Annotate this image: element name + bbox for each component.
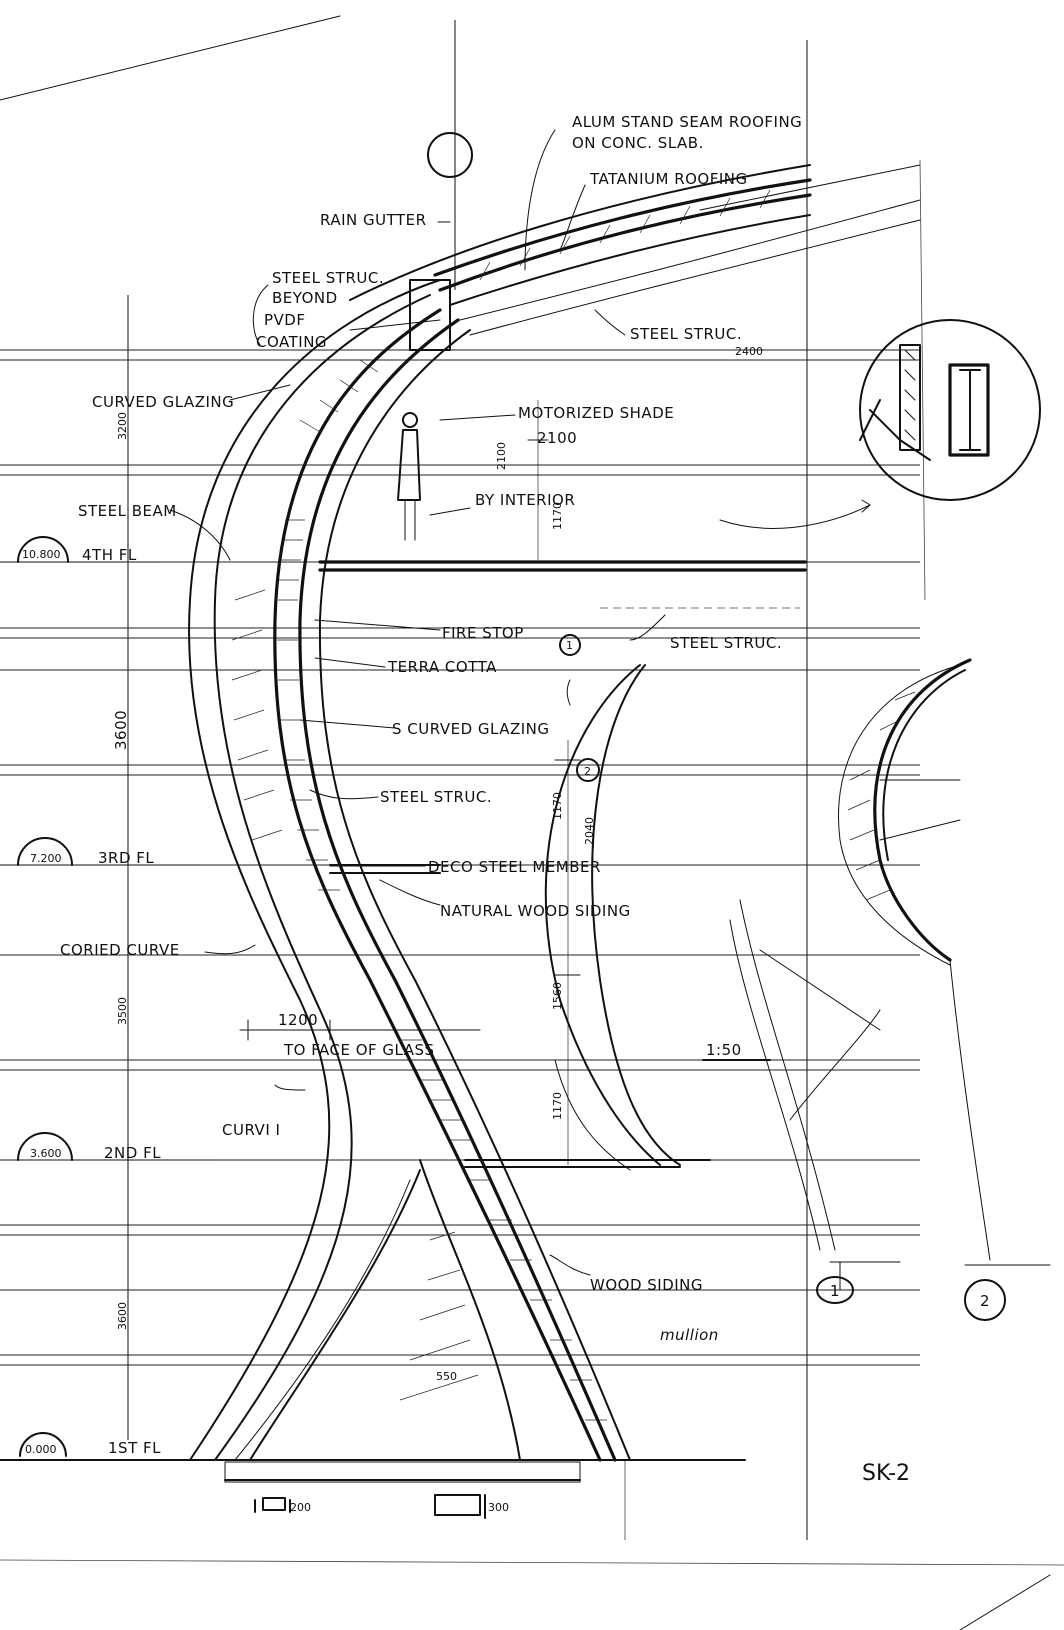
dim-v-2100: 2100 — [495, 442, 508, 470]
label-steel-beam: STEEL BEAM — [78, 502, 177, 520]
label-curved-glazing-top: CURVED GLAZING — [92, 393, 234, 411]
dim-200: 200 — [290, 1501, 311, 1514]
ground-slab-section — [224, 1461, 581, 1483]
label-motorized-shade: MOTORIZED SHADE — [518, 404, 674, 422]
marker-ground-1: 1 — [830, 1282, 840, 1300]
level-texts: 10.800 4TH FL 7.200 3RD FL 3.600 2ND FL … — [22, 546, 161, 1457]
dim-v-3200: 3200 — [116, 412, 129, 440]
level-marker-1st — [19, 1432, 67, 1457]
label-fire-stop: FIRE STOP — [442, 624, 524, 642]
dim-550: 550 — [436, 1370, 457, 1383]
dim-v-1170-top: 1170 — [551, 502, 564, 530]
curved-facade — [188, 279, 631, 1462]
level-marker-2nd — [0, 1132, 216, 1161]
roof-assembly — [349, 164, 921, 351]
label-rain-gutter: RAIN GUTTER — [320, 211, 427, 229]
level-name-4th: 4TH FL — [82, 546, 137, 564]
level-elev-1st: 0.000 — [25, 1443, 57, 1456]
slab-ground — [0, 1459, 746, 1481]
level-elev-4th: 10.800 — [22, 548, 61, 561]
dim-v-3500: 3500 — [116, 997, 129, 1025]
scale-label: 1:50 — [706, 1041, 742, 1059]
level-name-1st: 1ST FL — [108, 1439, 161, 1457]
label-deco-steel: DECO STEEL MEMBER — [428, 858, 601, 876]
level-marker-3rd — [0, 837, 201, 866]
label-coried-curve: CORIED CURVE — [60, 941, 180, 959]
label-alum-roof-1: ALUM STAND SEAM ROOFING — [572, 113, 802, 131]
margin-line-left — [0, 1559, 1064, 1566]
label-steel-struc-low: STEEL STRUC. — [380, 788, 492, 806]
sheet-edge-bottom — [959, 1574, 1051, 1630]
label-steel-struc-beyond-1: STEEL STRUC. — [272, 269, 384, 287]
level-elev-2nd: 3.600 — [30, 1147, 62, 1160]
sheet-id: SK-2 — [862, 1461, 910, 1486]
ref-line-right-2 — [919, 159, 926, 601]
level-name-3rd: 3RD FL — [98, 849, 154, 867]
dim-v-1170-a: 1170 — [551, 792, 564, 820]
dim-h-1200: 1200 — [278, 1011, 318, 1029]
marker-texts: 1 2 1 2 1:50 SK-2 — [566, 639, 990, 1486]
slab-2nd-floor — [464, 1159, 711, 1168]
annotation-texts: ALUM STAND SEAM ROOFING ON CONC. SLAB. T… — [60, 113, 802, 1344]
ground-2-circle — [964, 1279, 1006, 1321]
label-wood-siding: WOOD SIDING — [590, 1276, 703, 1294]
slab-3rd-floor — [329, 864, 441, 874]
marker-section-1: 1 — [566, 639, 573, 652]
label-alum-roof-2: ON CONC. SLAB. — [572, 134, 704, 152]
label-steel-struc-beyond-3: PVDF — [264, 311, 306, 329]
section-1-circle — [559, 634, 581, 656]
sheet-edge-top — [0, 15, 341, 101]
ground-1-circle — [816, 1276, 854, 1304]
dim-top-2400: 2400 — [735, 345, 763, 358]
dim-v-1560: 1560 — [551, 982, 564, 1010]
section-sketch-1 — [544, 664, 881, 1251]
level-elev-3rd: 7.200 — [30, 852, 62, 865]
section-2-circle — [576, 758, 600, 782]
slab-4th-floor — [318, 560, 807, 572]
label-by-interior: BY INTERIOR — [475, 491, 575, 509]
dim-v-1170-b: 1170 — [551, 1092, 564, 1120]
label-terra-cotta: TERRA COTTA — [387, 658, 497, 676]
label-steel-struc-top: STEEL STRUC. — [630, 325, 742, 343]
dim-shade-2100: 2100 — [537, 429, 577, 447]
label-steel-struc-beyond-4: COATING — [256, 333, 327, 351]
dim-v-3600-main: 3600 — [112, 710, 130, 750]
label-natural-wood: NATURAL WOOD SIDING — [440, 902, 631, 920]
section-sketch-2 — [838, 658, 991, 1261]
label-mullion: mullion — [660, 1326, 719, 1344]
dim-v-3600-low: 3600 — [116, 1302, 129, 1330]
dim-v-2040: 2040 — [583, 817, 596, 845]
label-steel-struc-mid: STEEL STRUC. — [670, 634, 782, 652]
label-curvi: CURVI I — [222, 1121, 280, 1139]
label-steel-struc-beyond-2: BEYOND — [272, 289, 338, 307]
dim-300: 300 — [488, 1501, 509, 1514]
dimension-texts: 2400 2100 3200 3600 3500 3600 2100 1170 … — [112, 345, 763, 1514]
top-grid-bubble — [427, 132, 473, 178]
leader-lines — [169, 129, 666, 1276]
dimension-lines — [117, 439, 581, 1461]
human-figure — [397, 412, 421, 541]
label-to-face-glass: TO FACE OF GLASS — [283, 1041, 435, 1059]
marker-section-2: 2 — [584, 765, 591, 778]
label-curved-glazing-mid: S CURVED GLAZING — [392, 720, 550, 738]
level-name-2nd: 2ND FL — [104, 1144, 161, 1162]
marker-ground-2: 2 — [980, 1292, 990, 1310]
detail-callout-circle — [719, 319, 1041, 529]
label-titanium-roof: TATANIUM ROOFING — [589, 170, 748, 188]
ground-details — [254, 1261, 1051, 1519]
